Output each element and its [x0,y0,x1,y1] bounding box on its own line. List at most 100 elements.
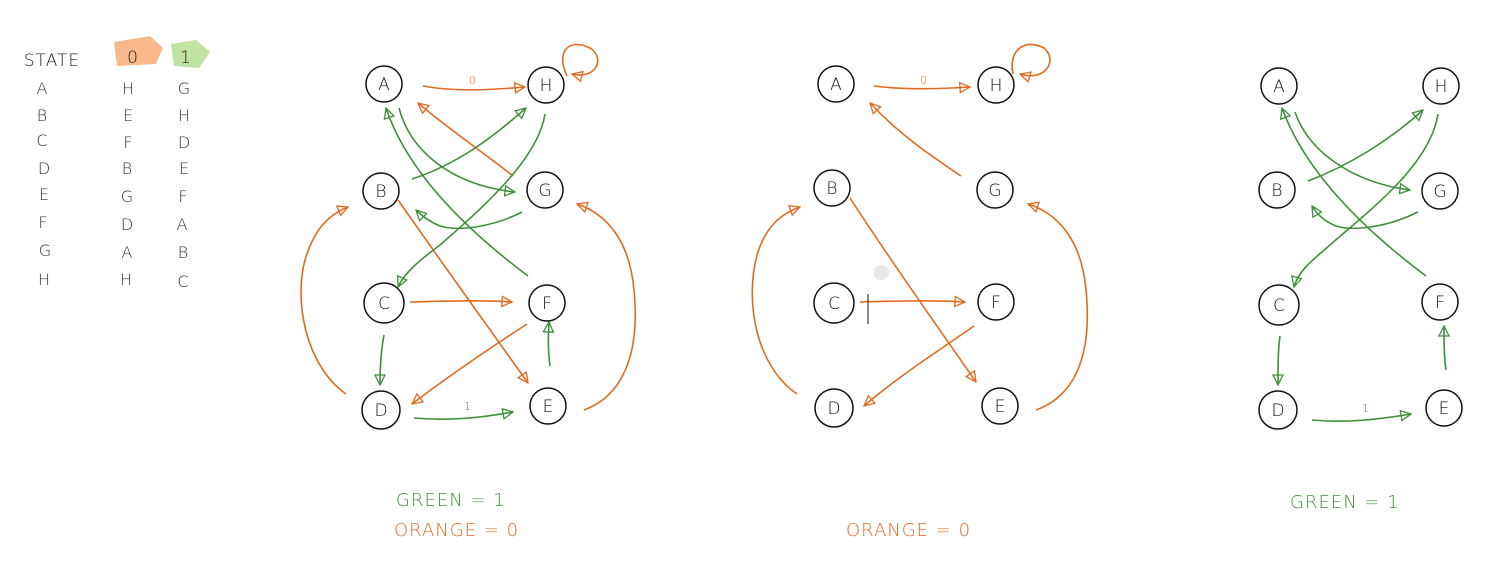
svg-text:A: A [378,75,390,95]
svg-text:B: B [826,179,837,199]
svg-text:F: F [542,294,552,314]
edge-g-b-one [1312,206,1419,230]
edge-d-e-one [413,412,513,420]
edge-d-b-zero [300,207,348,395]
legend-green: GREEN = 1 [396,490,506,511]
table-row: D B E [38,159,189,178]
state-node: H [527,66,565,104]
edge-label-one: 1 [1362,402,1369,415]
state-node: H [1422,67,1460,105]
svg-text:E: E [543,397,554,417]
edge-c-d-one [380,334,384,385]
table-cell-state: B [37,106,47,125]
smudge-mark [874,264,890,281]
table-cell-zero: H [122,79,134,98]
state-node: E [981,387,1019,425]
svg-text:C: C [828,294,840,314]
state-node: F [528,284,566,322]
edge-g-a-zero [418,103,514,177]
diagram-combined: 0 1 A H B G C [300,43,637,541]
edge-a-h-zero [873,86,970,89]
table-cell-zero: B [122,159,132,178]
svg-text:H: H [990,76,1003,96]
edge-b-h-one [1307,110,1423,182]
state-node: G [526,171,564,209]
table-cell-state: D [38,159,50,178]
edge-label-one: 1 [464,400,471,413]
zero-column-highlight [114,36,163,66]
table-row: F D A [38,213,187,234]
table-cell-state: E [39,185,49,204]
table-cell-one: G [178,79,190,98]
edge-c-f-zero [409,301,512,302]
table-cell-zero: H [120,270,132,289]
state-node: C [1258,284,1300,326]
svg-text:G: G [988,181,1001,201]
table-cell-one: E [179,159,189,178]
table-cell-state: H [38,270,50,289]
state-node: D [361,390,401,430]
state-node: F [977,283,1015,321]
edge-e-g-zero [577,204,637,411]
one-column-highlight [171,40,210,68]
state-node: E [529,387,567,425]
state-node: H [977,66,1015,104]
table-cell-one: D [178,133,190,152]
svg-text:B: B [1271,181,1282,201]
svg-text:A: A [1273,77,1285,97]
diagram-one-transitions: 1 A H B G C F D E [1258,67,1463,513]
svg-text:H: H [1435,77,1448,97]
table-cell-zero: E [123,106,133,125]
table-cell-one: F [178,187,187,206]
svg-text:E: E [995,397,1006,417]
edge-h-h-zero [561,43,599,76]
table-cell-zero: D [121,215,133,234]
svg-text:D: D [374,401,387,421]
edge-e-f-one [548,322,550,367]
state-node: B [813,169,851,207]
edge-label-zero: 0 [920,74,927,87]
state-node: B [362,172,400,210]
svg-text:E: E [1439,399,1450,419]
edge-d-e-one [1311,414,1411,422]
edge-a-g-one [398,107,515,192]
svg-text:D: D [1271,401,1284,421]
edge-c-d-one [1278,335,1280,385]
edge-h-c-one [1294,113,1439,287]
table-cell-state: F [38,213,47,232]
edge-h-c-one [398,113,546,287]
table-header-state: STATE [24,51,80,71]
state-node: G [976,171,1014,209]
state-node: A [817,65,855,103]
svg-text:G: G [1433,182,1446,202]
edge-c-f-zero [859,301,965,302]
edge-g-a-zero [870,103,962,177]
edge-e-g-zero [1028,204,1089,411]
svg-text:A: A [830,75,842,95]
table-cell-zero: G [121,187,133,206]
state-node: D [1258,390,1298,430]
state-node: F [1421,283,1459,321]
edge-f-a-one [386,108,529,277]
table-cell-zero: F [123,133,132,152]
state-table: STATE 0 1 A H G B E H C F D D B E E G F [24,36,210,291]
table-cell-one: A [177,215,188,234]
state-node: A [1260,67,1298,105]
table-header-zero: 0 [127,48,139,68]
table-row: B E H [37,106,190,125]
svg-text:F: F [1435,293,1445,313]
table-cell-one: H [178,106,190,125]
svg-text:D: D [827,399,840,419]
table-row: C F D [36,131,190,152]
edge-a-g-one [1294,111,1410,190]
table-cell-state: A [37,79,48,98]
table-row: A H G [37,79,191,98]
table-row: H H C [38,270,189,291]
state-node: C [813,282,855,324]
edge-b-h-one [411,108,526,180]
svg-text:B: B [375,182,386,202]
table-header-one: 1 [180,48,192,68]
edge-h-h-zero [1011,43,1051,75]
diagram-zero-transitions: 0 A H B G C F D [751,43,1089,541]
